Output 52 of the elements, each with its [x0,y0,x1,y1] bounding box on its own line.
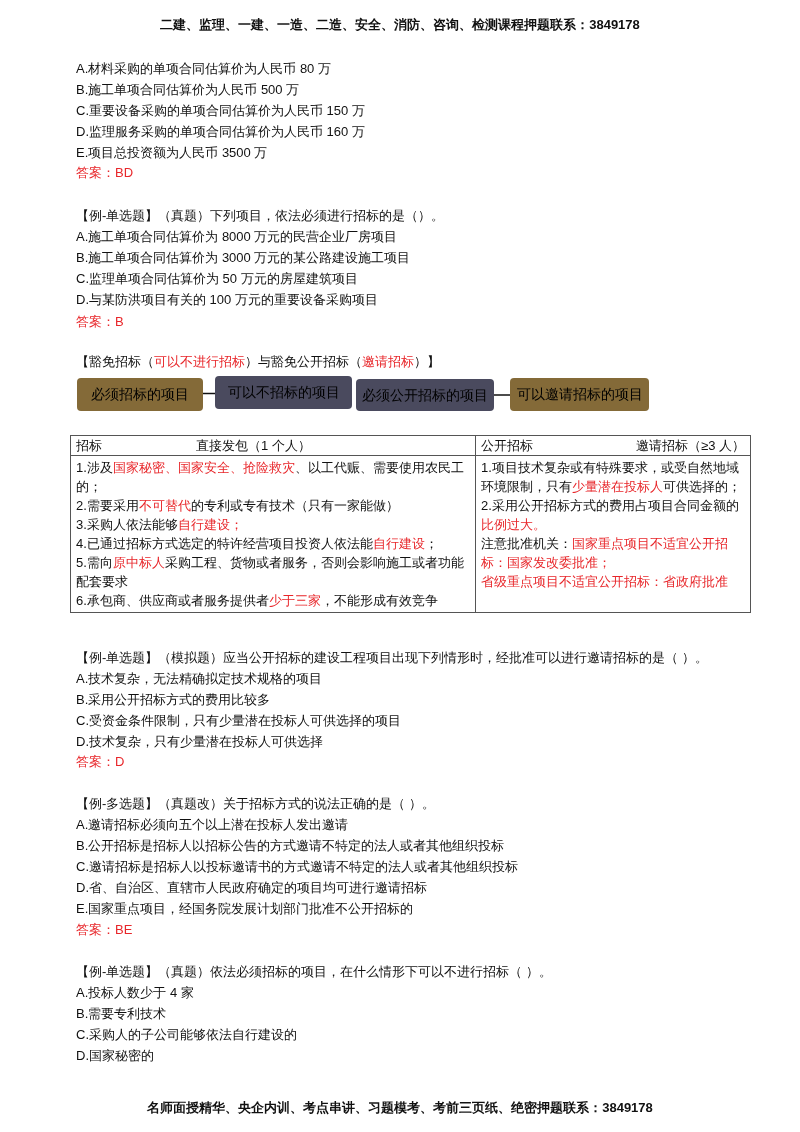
question-text: B.采用公开招标方式的费用比较多 [76,691,272,709]
question-text: C.采购人的子公司能够依法自行建设的 [76,1026,298,1044]
question-text: C.邀请招标是招标人以投标邀请书的方式邀请不特定的法人或者其他组织投标 [76,858,519,876]
question-text: D.与某防洪项目有关的 100 万元的重要设备采购项目 [76,291,379,309]
question-text: B.需要专利技术 [76,1005,168,1023]
answer-text: 答案：B [76,313,125,331]
cell-text: 省级重点项目不适宜公开招标：省政府批准 [481,573,729,591]
cell-text: 1.涉及国家秘密、国家安全、抢险救灾、以工代赈、需要使用农民工的； [76,459,465,496]
process-box: 必须公开招标的项目 [356,379,494,411]
question-text: A.技术复杂，无法精确拟定技术规格的项目 [76,670,324,688]
question-text: 【豁免招标（可以不进行招标）与豁免公开招标（邀请招标）】 [76,353,441,371]
question-text: B.公开招标是招标人以招标公告的方式邀请不特定的法人或者其他组织投标 [76,837,506,855]
cell-text: 2.采用公开招标方式的费用占项目合同金额的比例过大。 [481,497,740,534]
question-text: D.监理服务采购的单项合同估算价为人民币 160 万 [76,123,366,141]
cell-text: 6.承包商、供应商或者服务提供者少于三家，不能形成有效竞争 [76,592,439,610]
question-text: E.国家重点项目，经国务院发展计划部门批准不公开招标的 [76,900,415,918]
question-text: 【例-单选题】（真题）依法必须招标的项目，在什么情形下可以不进行招标（ ）。 [76,963,553,981]
question-text: C.受资金条件限制，只有少量潜在投标人可供选择的项目 [76,712,402,730]
process-box: 必须招标的项目 [77,378,203,411]
connector-line [493,394,511,396]
cell-text: 1.项目技术复杂或有特殊要求，或受自然地域环境限制，只有少量潜在投标人可供选择的； [481,459,742,496]
answer-text: 答案：D [76,753,126,771]
question-text: 【例-单选题】（真题）下列项目，依法必须进行招标的是（）。 [76,207,446,225]
question-text: D.技术复杂，只有少量潜在投标人可供选择 [76,733,324,751]
question-text: B.施工单项合同估算价为 3000 万元的某公路建设施工项目 [76,249,412,267]
process-box: 可以不招标的项目 [215,376,352,409]
cell-text: 2.需要采用不可替代的专利或专有技术（只有一家能做） [76,497,400,515]
question-text: 【例-单选题】（模拟题）应当公开招标的建设工程项目出现下列情形时，经批准可以进行邀请招标的是（ ）。 [76,649,709,667]
answer-text: 答案：BD [76,164,135,182]
question-text: D.国家秘密的 [76,1047,155,1065]
header-text: 公开招标 [481,437,533,455]
question-text: A.投标人数少于 4 家 [76,984,195,1002]
cell-text: 4.已通过招标方式选定的特许经营项目投资人依法能自行建设； [76,535,439,553]
cell-text: 3.采购人依法能够自行建设； [76,516,244,534]
process-box: 可以邀请招标的项目 [510,378,649,411]
header-text: 邀请招标（≥3 人） [636,437,745,455]
header-text: 直接发包（1 个人） [196,437,311,455]
question-text: B.施工单项合同估算价为人民币 500 万 [76,81,301,99]
question-text: C.重要设备采购的单项合同估算价为人民币 150 万 [76,102,366,120]
header-text: 招标 [76,437,103,455]
question-text: 【例-多选题】（真题改）关于招标方式的说法正确的是（ ）。 [76,795,436,813]
banner-text: 二建、监理、一建、一造、二造、安全、消防、咨询、检测课程押题联系：3849178 [159,16,641,34]
question-text: C.监理单项合同估算价为 50 万元的房屋建筑项目 [76,270,359,288]
cell-text: 5.需向原中标人采购工程、货物或者服务，否则会影响施工或者功能配套要求 [76,554,465,591]
question-text: A.邀请招标必须向五个以上潜在投标人发出邀请 [76,816,350,834]
question-text: E.项目总投资额为人民币 3500 万 [76,144,269,162]
banner-text: 名师面授精华、央企内训、考点串讲、习题模考、考前三页纸、绝密押题联系：3849178 [146,1099,654,1117]
question-text: D.省、自治区、直辖市人民政府确定的项目均可进行邀请招标 [76,879,428,897]
question-text: A.施工单项合同估算价为 8000 万元的民营企业厂房项目 [76,228,399,246]
question-text: A.材料采购的单项合同估算价为人民币 80 万 [76,60,332,78]
cell-text: 注意批准机关：国家重点项目不适宜公开招标：国家发改委批准； [481,535,729,572]
answer-text: 答案：BE [76,921,134,939]
